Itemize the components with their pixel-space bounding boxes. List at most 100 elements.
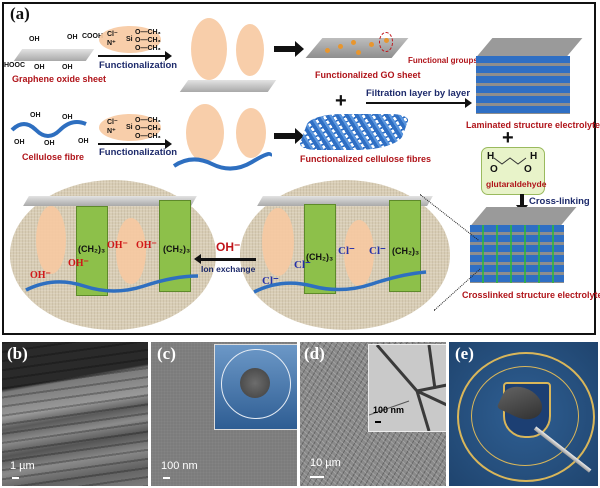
oh-group: OH xyxy=(67,34,78,41)
reagent-och3: O—CH₃ xyxy=(135,37,161,44)
crosslink-column xyxy=(304,204,336,294)
panel-e-label: (e) xyxy=(455,344,474,363)
plus-sign: + xyxy=(502,127,514,149)
cl-ion: Cl⁻ xyxy=(338,245,355,257)
graphene-oxide-sheet xyxy=(13,49,95,61)
seal-inner-ring xyxy=(471,366,579,466)
functional-groups-label: Functional groups xyxy=(408,56,478,65)
reagent-och3: O—CH₃ xyxy=(135,29,161,36)
oh-ion: OH⁻ xyxy=(107,240,128,251)
functional-group-bead xyxy=(325,48,330,53)
filtration-label: Filtration layer by layer xyxy=(366,88,471,99)
cross-linking-label: Cross-linking xyxy=(529,196,590,207)
cooh-group: COOH xyxy=(82,33,103,40)
functional-group-bead xyxy=(338,44,343,49)
panel-d-inset-scale-bar xyxy=(375,421,381,423)
reagent-cl: Cl⁻ xyxy=(107,31,118,38)
quaternary-ammonium-blob xyxy=(344,220,374,286)
reagent-och3: O—CH₃ xyxy=(135,133,161,140)
reagent-n: N⁺ xyxy=(107,40,116,47)
ch2-3-label: (CH₂)₃ xyxy=(392,246,420,256)
panel-a-frame: (a) OH OH COOH HOOC OH OH Graphene oxide… xyxy=(2,2,600,335)
oh-ion-label: OH⁻ xyxy=(216,240,241,254)
layered-texture xyxy=(2,342,148,486)
silane-reagent-1 xyxy=(99,26,161,53)
functional-group-bead xyxy=(351,40,356,45)
functionalized-cellulose-fibre xyxy=(172,152,272,171)
reagent-cl: Cl⁻ xyxy=(107,119,118,126)
functionalized-blob xyxy=(186,104,224,162)
functional-group-bead xyxy=(356,50,361,55)
panel-d-tem-inset: 100 nm xyxy=(368,344,446,432)
seal-outer-ring xyxy=(457,352,595,482)
panel-c-scale-label: 100 nm xyxy=(161,460,198,472)
ion-exchange-label: Ion exchange xyxy=(201,264,256,274)
panel-e-photo: (e) xyxy=(449,342,598,486)
ch2-3-label: (CH₂)₃ xyxy=(163,244,191,254)
ion-exchange-arrow xyxy=(194,254,256,264)
crosslinked-stack xyxy=(469,207,577,285)
laminated-label: Laminated structure electrolyte xyxy=(466,120,600,130)
cl-ion: Cl⁻ xyxy=(369,245,386,257)
reagent-si: Si xyxy=(126,36,133,43)
crosslink-column xyxy=(76,206,108,296)
graphene-oxide-sheet-label: Graphene oxide sheet xyxy=(12,74,107,84)
functionalization-label-1: Functionalization xyxy=(99,60,178,71)
glut-o: O xyxy=(490,164,498,175)
functionalized-blob xyxy=(236,108,266,158)
glut-h: H xyxy=(530,151,538,162)
functionalized-go-base-sheet xyxy=(179,80,277,92)
oh-group: OH xyxy=(30,112,41,119)
oh-group: OH xyxy=(62,114,73,121)
plus-sign: + xyxy=(335,90,347,112)
functionalized-blob xyxy=(236,24,264,76)
panel-a-label: (a) xyxy=(10,4,30,23)
oh-ion: OH⁻ xyxy=(30,270,51,281)
oh-group: OH xyxy=(62,64,73,71)
glut-chain xyxy=(494,157,527,165)
panel-b-scale-bar xyxy=(12,477,19,479)
cross-linking-arrow xyxy=(520,194,524,206)
highlight-circle xyxy=(379,32,393,52)
panel-b-sem-image: (b) 1 µm xyxy=(2,342,148,486)
panel-d-scale-bar xyxy=(310,476,324,478)
hooc-group: HOOC xyxy=(4,62,25,69)
panel-b-label: (b) xyxy=(7,344,28,363)
cellulose-backbone xyxy=(253,270,427,294)
quaternary-ammonium-blob xyxy=(36,206,66,274)
graphene-membrane-disc xyxy=(240,368,270,398)
functionalization-arrow-2 xyxy=(98,139,172,149)
functionalized-go-sheet-label: Functionalized GO sheet xyxy=(315,70,421,80)
reagent-och3: O—CH₃ xyxy=(135,125,161,132)
cl-ion: Cl⁻ xyxy=(294,259,311,271)
reagent-si: Si xyxy=(126,124,133,131)
cellulose-fibre-label: Cellulose fibre xyxy=(22,152,85,162)
reagent-och3: O—CH₃ xyxy=(135,45,161,52)
glut-h: H xyxy=(487,151,495,162)
panel-b-scale-label: 1 µm xyxy=(10,460,35,472)
panel-d-sem-image: (d) 10 µm 100 nm xyxy=(300,342,446,486)
oh-group: OH xyxy=(44,140,55,147)
oh-group: OH xyxy=(29,36,40,43)
oh-group: OH xyxy=(34,64,45,71)
functional-group-bead xyxy=(369,42,374,47)
panel-c-inset-photo xyxy=(214,344,297,430)
functionalized-cellulose-label: Functionalized cellulose fibres xyxy=(300,154,432,164)
panel-d-scale-label: 10 µm xyxy=(310,457,341,469)
ch2-3-label: (CH₂)₃ xyxy=(306,252,334,262)
crosslinked-label: Crosslinked structure electrolyte xyxy=(462,290,600,300)
glutaraldehyde-box: H H O O glutaraldehyde xyxy=(481,147,546,195)
oh-group: OH xyxy=(78,138,89,145)
reagent-n: N⁺ xyxy=(107,128,116,135)
reagent-och3: O—CH₃ xyxy=(135,117,161,124)
panel-c-scale-bar xyxy=(163,477,170,479)
quaternary-ammonium-blob xyxy=(262,208,294,276)
cellulose-backbone xyxy=(25,274,199,293)
laminated-stack xyxy=(475,38,583,116)
silane-reagent-2 xyxy=(99,114,161,141)
panel-c-label: (c) xyxy=(157,344,176,363)
filtration-arrow xyxy=(366,98,472,108)
ch2-3-label: (CH₂)₃ xyxy=(78,244,106,254)
oh-ion: OH⁻ xyxy=(68,258,89,269)
glut-o: O xyxy=(524,164,532,175)
